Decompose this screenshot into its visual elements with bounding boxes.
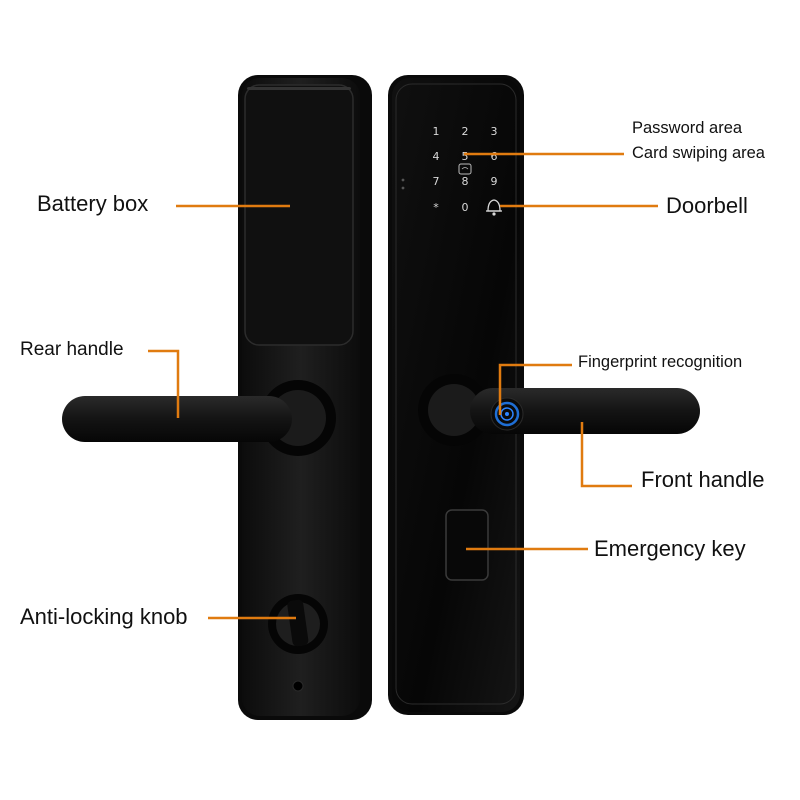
label-rear-handle: Rear handle — [20, 339, 124, 360]
label-card-swiping-area: Card swiping area — [632, 144, 765, 162]
leader-lines — [148, 152, 658, 620]
key-8[interactable]: 8 — [462, 175, 469, 188]
key-9[interactable]: 9 — [491, 175, 498, 188]
rear-panel — [62, 75, 372, 720]
key-7[interactable]: 7 — [433, 175, 440, 188]
key-1[interactable]: 1 — [433, 125, 440, 138]
label-front-handle: Front handle — [641, 467, 765, 492]
front-handle — [470, 388, 700, 434]
key-5[interactable]: 5 — [462, 150, 469, 163]
key-4[interactable]: 4 — [433, 150, 440, 163]
key-2[interactable]: 2 — [462, 125, 469, 138]
label-password-area: Password area — [632, 119, 743, 137]
keyhole-icon — [292, 680, 304, 692]
label-anti-locking-knob: Anti-locking knob — [20, 604, 188, 629]
key-star[interactable]: * — [433, 201, 439, 214]
card-reader-icon — [458, 163, 472, 175]
leader-fingerprint — [498, 363, 572, 415]
leader-front-handle — [580, 422, 632, 488]
rear-handle — [62, 396, 292, 442]
key-6[interactable]: 6 — [491, 150, 498, 163]
key-0[interactable]: 0 — [462, 201, 469, 214]
key-3[interactable]: 3 — [491, 125, 498, 138]
label-battery-box: Battery box — [37, 191, 149, 216]
label-doorbell: Doorbell — [666, 193, 748, 218]
leader-rear-handle — [148, 349, 180, 418]
keypad: 1 2 3 4 5 6 7 8 9 * 0 — [433, 125, 498, 214]
battery-box-cover — [244, 84, 354, 346]
label-emergency-key: Emergency key — [594, 536, 746, 561]
label-fingerprint-recognition: Fingerprint recognition — [578, 353, 743, 371]
front-panel: 1 2 3 4 5 6 7 8 9 * 0 — [388, 75, 700, 715]
emergency-key-cover[interactable] — [445, 509, 489, 581]
bell-icon[interactable] — [486, 199, 502, 216]
